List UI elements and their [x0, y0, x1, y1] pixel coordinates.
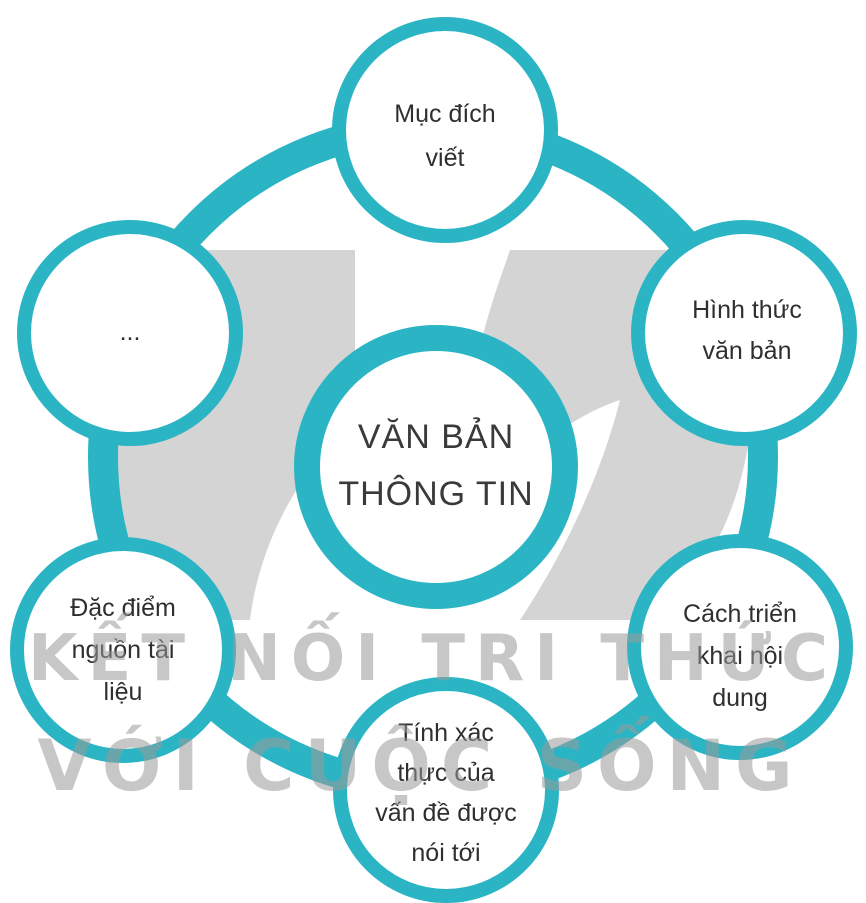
watermark-line1: KẾT NỐI TRI THỨC	[28, 612, 838, 696]
node-upper-right-circle	[631, 220, 857, 446]
center-node: VĂN BẢN THÔNG TIN	[294, 325, 578, 609]
node-upper-left-line1: ...	[120, 318, 141, 346]
node-top-line1: Mục đích	[394, 100, 495, 128]
node-upper-left-circle	[17, 220, 243, 446]
node-upper-right: Hình thức văn bản	[631, 220, 857, 446]
node-bottom-line2: thực của	[397, 759, 494, 787]
watermark-line2: VỚI CUỘC SỐNG	[37, 716, 802, 807]
node-lower-right-line2: khai nội	[697, 642, 783, 670]
node-lower-right: Cách triển khai nội dung	[627, 534, 853, 760]
node-lower-left-line3: liệu	[104, 678, 143, 706]
node-lower-left-circle	[10, 537, 236, 763]
node-top-circle	[332, 17, 558, 243]
node-upper-right-line1: Hình thức	[692, 296, 802, 324]
node-lower-right-line3: dung	[712, 684, 768, 712]
node-bottom-line1: Tính xác	[398, 719, 494, 747]
center-circle	[294, 325, 578, 609]
node-bottom: Tính xác thực của vấn đề được nói tới	[333, 677, 559, 903]
node-top: Mục đích viết	[332, 17, 558, 243]
watermark-text: KẾT NỐI TRI THỨC VỚI CUỘC SỐNG	[28, 612, 838, 807]
node-lower-right-line1: Cách triển	[683, 600, 797, 628]
center-label-line2: THÔNG TIN	[338, 475, 533, 513]
node-top-line2: viết	[426, 144, 465, 172]
node-lower-left-line1: Đặc điểm	[70, 594, 176, 622]
node-bottom-circle	[333, 677, 559, 903]
node-lower-left-line2: nguồn tài	[72, 636, 175, 664]
node-lower-right-circle	[627, 534, 853, 760]
node-upper-left: ...	[17, 220, 243, 446]
center-label-line1: VĂN BẢN	[358, 418, 514, 456]
node-upper-right-line2: văn bản	[703, 337, 792, 365]
node-bottom-line4: nói tới	[411, 839, 480, 867]
node-bottom-line3: vấn đề được	[375, 799, 517, 827]
node-lower-left: Đặc điểm nguồn tài liệu	[10, 537, 236, 763]
